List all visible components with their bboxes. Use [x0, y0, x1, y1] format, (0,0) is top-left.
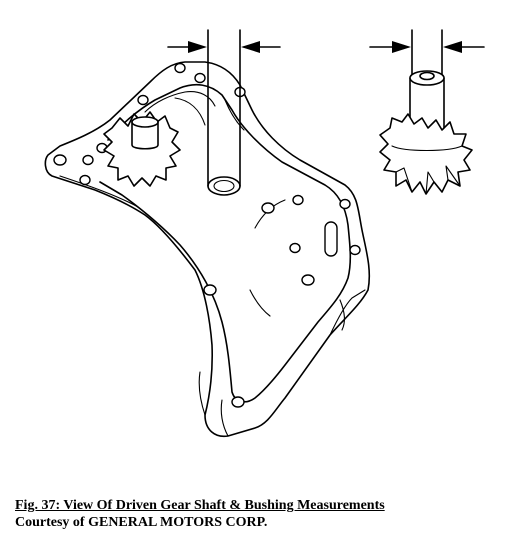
figure-credit: Courtesy of GENERAL MOTORS CORP. — [15, 515, 268, 530]
bolt-hole-1 — [53, 154, 67, 166]
bolt-hole-2 — [82, 154, 94, 166]
pump-housing-diagram — [44, 29, 485, 438]
bolt-hole-12 — [339, 198, 351, 210]
bolt-hole-3 — [79, 174, 91, 186]
bolt-hole-14 — [301, 274, 315, 286]
bore-dimension-arrows — [167, 41, 281, 53]
figure-caption: Fig. 37: View Of Driven Gear Shaft & Bus… — [15, 497, 515, 531]
bolt-hole-13 — [349, 244, 361, 256]
bolt-hole-11 — [289, 242, 301, 254]
bolt-hole-16 — [231, 396, 245, 408]
bolt-hole-7 — [194, 72, 206, 84]
bolt-hole-9 — [292, 194, 304, 206]
bolt-hole-5 — [137, 94, 149, 106]
bolt-hole-10 — [261, 202, 275, 214]
figure-title: Fig. 37: View Of Driven Gear Shaft & Bus… — [15, 498, 385, 513]
driven-gear-shaft — [379, 29, 473, 195]
shaft-dimension-arrows — [369, 41, 485, 53]
bushing-bore — [207, 29, 241, 196]
oblong-slot — [324, 221, 338, 257]
bolt-hole-15 — [203, 284, 217, 296]
drive-gear-in-housing — [103, 111, 181, 187]
bolt-hole-6 — [174, 62, 186, 74]
